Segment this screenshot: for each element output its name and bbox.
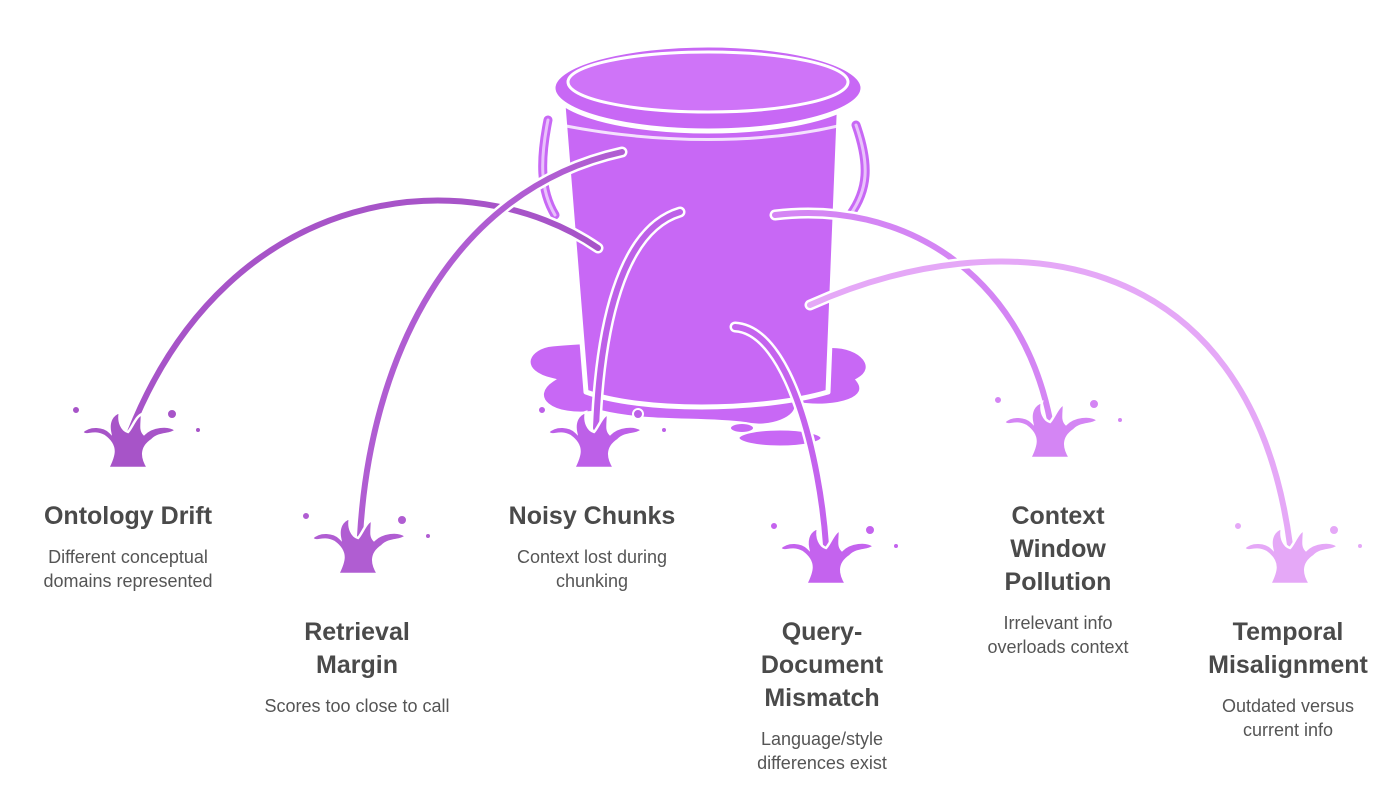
leak-label-query-document-mismatch: Query-Document Mismatch Language/style d… <box>707 616 937 775</box>
leak-stream-query-document-mismatch <box>732 324 829 548</box>
leak-title: Retrieval Margin <box>304 618 410 679</box>
leak-stream-context-window-pollution <box>772 210 1053 423</box>
water-splash-icon <box>993 395 1124 460</box>
leak-label-temporal-misalignment: Temporal Misalignment Outdated versus cu… <box>1173 616 1400 742</box>
leak-title: Query-Document Mismatch <box>760 618 884 712</box>
water-splash-icon <box>301 511 432 576</box>
leak-description: Outdated versus current info <box>1221 696 1355 740</box>
leak-title: Temporal Misalignment <box>1208 618 1368 679</box>
leak-stream-noisy-chunks <box>593 209 683 431</box>
leak-description: Context lost during chunking <box>516 547 668 591</box>
leak-title: Noisy Chunks <box>508 502 676 530</box>
water-splash-icon <box>71 405 202 470</box>
water-splash-icon <box>1233 521 1364 586</box>
leaky-bucket-icon <box>538 42 870 410</box>
leak-label-ontology-drift: Ontology Drift Different conceptual doma… <box>13 500 243 593</box>
leak-title: Ontology Drift <box>43 502 213 530</box>
leak-title: Context Window Pollution <box>1004 502 1112 596</box>
leak-stream-retrieval-margin <box>357 149 625 539</box>
leak-description: Language/style differences exist <box>757 729 887 773</box>
leak-description: Irrelevant info overloads context <box>987 613 1129 657</box>
leak-description: Scores too close to call <box>264 696 450 716</box>
water-splash-icon <box>537 405 668 470</box>
leak-label-noisy-chunks: Noisy Chunks Context lost during chunkin… <box>477 500 707 593</box>
leak-stream-ontology-drift <box>127 197 601 435</box>
leak-label-context-window-pollution: Context Window Pollution Irrelevant info… <box>943 500 1173 659</box>
leak-description: Different conceptual domains represented <box>43 547 213 591</box>
leak-label-retrieval-margin: Retrieval Margin Scores too close to cal… <box>242 616 472 718</box>
leak-stream-temporal-misalignment <box>807 258 1293 548</box>
water-splash-icon <box>769 521 900 586</box>
